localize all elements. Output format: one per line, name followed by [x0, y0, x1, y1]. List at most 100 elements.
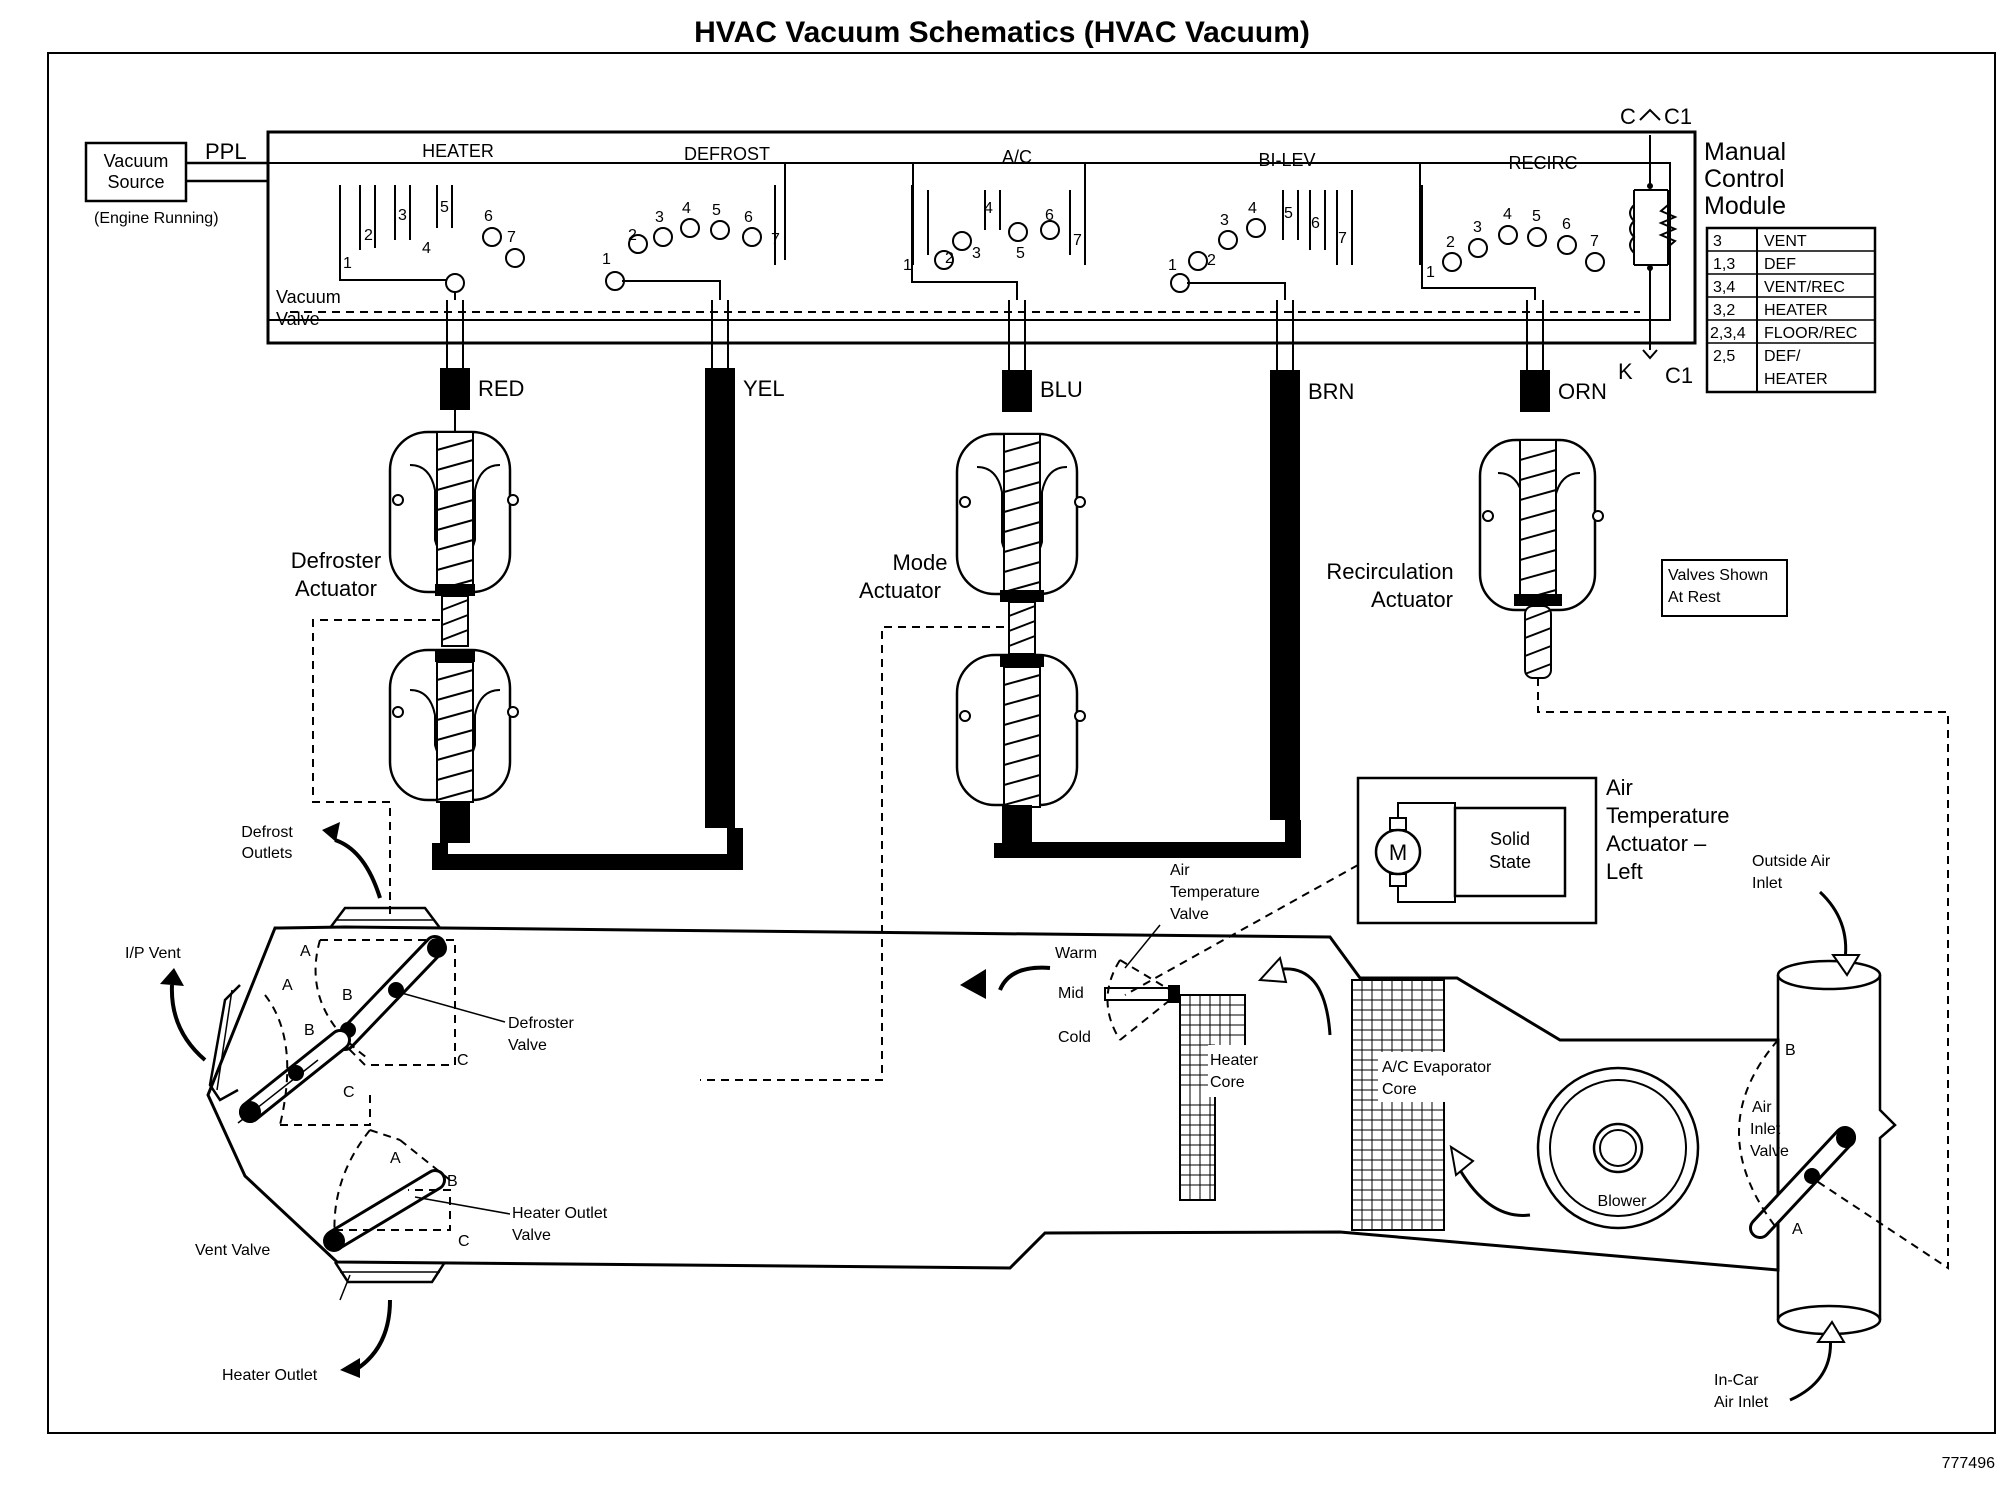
air-inlet-valve-label-3: Valve	[1750, 1143, 1789, 1160]
table-cell: DEF	[1764, 256, 1796, 273]
position-label: C	[343, 1084, 355, 1101]
air-inlet-valve-label: Air	[1752, 1099, 1772, 1116]
ppl-hose-label: PPL	[205, 139, 247, 164]
position-label: A	[1792, 1221, 1803, 1238]
heater-section-ports: 1 2 3 4 5 6 7	[339, 185, 525, 300]
vacuum-source-label: Vacuum	[104, 151, 169, 171]
table-cell: FLOOR/REC	[1764, 325, 1857, 342]
defroster-actuator-label: Defroster	[291, 548, 381, 573]
outside-air-label-2: Inlet	[1752, 875, 1783, 892]
table-cell: DEF/	[1764, 348, 1801, 365]
mode-actuator-label-2: Actuator	[859, 578, 941, 603]
defrost-section-ports: 1 2 3 4 5 6 7	[602, 185, 780, 300]
port-number: 5	[1532, 208, 1541, 225]
diagram-frame	[47, 52, 1996, 1434]
linkage-lines	[312, 619, 1949, 1270]
solid-state-label-2: State	[1489, 852, 1531, 872]
mcm-label-3: Module	[1704, 192, 1786, 220]
port-number: 6	[1045, 207, 1054, 224]
ac-evaporator: A/C Evaporator Core	[1351, 979, 1518, 1231]
port-number: 7	[771, 231, 780, 248]
defroster-actuator: Defroster Actuator	[291, 410, 743, 870]
port-number: 6	[484, 208, 493, 225]
table-cell: 2,3,4	[1710, 325, 1746, 342]
port-number: 1	[1426, 264, 1435, 281]
position-label: B	[1785, 1042, 1796, 1059]
heater-outlet-valve-label-2: Valve	[512, 1227, 551, 1244]
air-temp-actuator-label-2: Temperature	[1606, 803, 1730, 828]
hose-label-red: RED	[478, 376, 524, 401]
position-label: B	[447, 1173, 458, 1190]
heater-outlet-label: Heater Outlet	[222, 1367, 318, 1384]
mode-label-bilev: BI-LEV	[1258, 150, 1315, 170]
valves-shown-label: Valves Shown	[1668, 567, 1768, 584]
module-connector: C C1 K C1	[1618, 104, 1693, 388]
vacuum-source-label-2: Source	[107, 172, 164, 192]
port-number: 4	[1503, 206, 1512, 223]
recirculation-actuator-label-2: Actuator	[1371, 587, 1453, 612]
table-cell: 1,3	[1713, 256, 1735, 273]
table-cell: HEATER	[1764, 371, 1828, 388]
page-title: HVAC Vacuum Schematics (HVAC Vacuum)	[694, 16, 1310, 49]
port-number: 2	[1446, 234, 1455, 251]
port-number: 5	[1016, 245, 1025, 262]
table-cell: 3,4	[1713, 279, 1735, 296]
hose-label-brn: BRN	[1308, 379, 1354, 404]
table-cell: 3	[1713, 233, 1722, 250]
port-number: 2	[364, 227, 373, 244]
port-number: 3	[972, 245, 981, 262]
defroster-actuator-label-2: Actuator	[295, 576, 377, 601]
table-cell: 3,2	[1713, 302, 1735, 319]
air-temp-valve-label: Air	[1170, 862, 1190, 879]
hose-label-blu: BLU	[1040, 377, 1083, 402]
vacuum-valve: Vacuum Valve HEATER DEFROST A/C BI-LEV R…	[266, 130, 1697, 345]
mid-label: Mid	[1058, 985, 1084, 1002]
connector-c1-label: C1	[1664, 104, 1692, 129]
port-number: 3	[655, 209, 664, 226]
port-number: 3	[398, 207, 407, 224]
evaporator-label-2: Core	[1382, 1081, 1417, 1098]
vacuum-valve-label-2: Valve	[276, 309, 320, 329]
port-number: 3	[1220, 212, 1229, 229]
position-label: B	[304, 1022, 315, 1039]
blower: Blower	[1536, 1066, 1700, 1230]
heater-outlet-valve-label: Heater Outlet	[512, 1205, 608, 1222]
engine-running-note: (Engine Running)	[94, 210, 219, 227]
vacuum-hoses: RED YEL BLU BRN ORN	[440, 300, 1607, 828]
port-number: 4	[984, 200, 993, 217]
incar-label: In-Car	[1714, 1372, 1759, 1389]
air-temp-valve-label-2: Temperature	[1170, 884, 1260, 901]
port-number: 7	[1073, 232, 1082, 249]
mode-actuator-label: Mode	[892, 550, 947, 575]
blower-label: Blower	[1598, 1193, 1648, 1210]
air-temp-actuator-label-4: Left	[1606, 859, 1643, 884]
connector-c1-bottom-label: C1	[1665, 363, 1693, 388]
valves-shown-label-2: At Rest	[1668, 589, 1721, 606]
port-number: 2	[628, 227, 637, 244]
port-number: 6	[1311, 215, 1320, 232]
vent-valve-label: Vent Valve	[195, 1242, 270, 1259]
recirc-section-ports: 1 2 3 4 5 6 7	[1421, 185, 1605, 300]
port-number: 5	[712, 202, 721, 219]
incar-label-2: Air Inlet	[1714, 1394, 1769, 1411]
heater-core: Heater Core	[1179, 994, 1276, 1201]
mode-label-recirc: RECIRC	[1508, 153, 1577, 173]
port-number: 4	[1248, 200, 1257, 217]
air-temperature-actuator: M Solid State Air Temperature Actuator –…	[1356, 775, 1730, 925]
port-number: 5	[440, 199, 449, 216]
cold-label: Cold	[1058, 1029, 1091, 1046]
defrost-outlets-label-2: Outlets	[242, 845, 293, 862]
air-temp-actuator-label-3: Actuator –	[1606, 831, 1707, 856]
air-inlet: B A Air Inlet Valve Outside Air Inlet In…	[1714, 853, 1897, 1411]
table-cell: VENT	[1764, 233, 1807, 250]
mode-label-heater: HEATER	[422, 141, 494, 161]
mode-actuator: Mode Actuator	[859, 432, 1301, 858]
position-label: B	[342, 987, 353, 1004]
connector-k-label: K	[1618, 359, 1633, 384]
port-number: 1	[602, 251, 611, 268]
figure-number: 777496	[1942, 1455, 1995, 1472]
port-number: 1	[1168, 257, 1177, 274]
table-cell: 2,5	[1713, 348, 1735, 365]
mcm-label-2: Control	[1704, 165, 1785, 193]
